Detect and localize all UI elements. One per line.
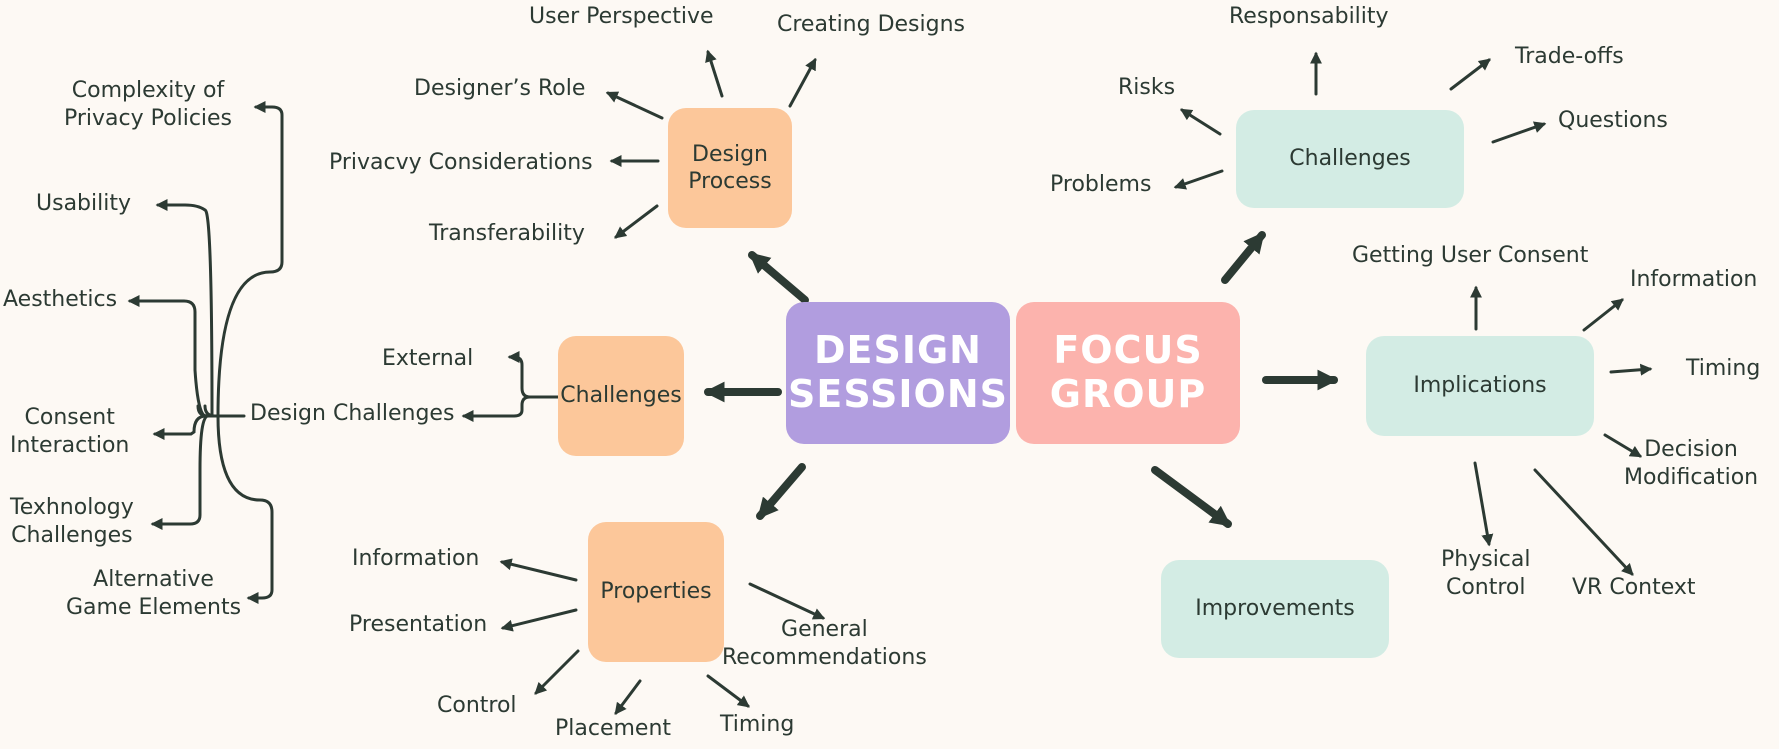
label-aesthetics: Aesthetics xyxy=(3,287,118,312)
label-creating-designs: Creating Designs xyxy=(777,12,965,37)
label-decision-modification: Decision Modification xyxy=(1624,437,1759,490)
challenges-right-title: Challenges xyxy=(1289,146,1411,172)
challenges-left-title: Challenges xyxy=(560,383,682,409)
label-physical-control: Physical Control xyxy=(1441,547,1531,600)
properties-title: Properties xyxy=(600,579,712,605)
implications-node: Implications xyxy=(1366,336,1594,436)
design-sessions-hub: DESIGN SESSIONS xyxy=(786,302,1010,444)
label-trade-offs: Trade-offs xyxy=(1515,44,1624,69)
arrow-to-improvements xyxy=(1151,466,1232,528)
label-privacy-considerations: Privacvy Considerations xyxy=(329,150,593,175)
focus-group-line-2: GROUP xyxy=(1049,372,1207,416)
challenges-left-node: Challenges xyxy=(558,336,684,456)
label-timing-impl: Timing xyxy=(1686,356,1761,381)
label-vr-context: VR Context xyxy=(1572,575,1696,600)
label-transferability: Transferability xyxy=(429,221,585,246)
label-design-challenges: Design Challenges xyxy=(250,401,455,426)
design-process-line-1: Design xyxy=(692,141,768,167)
label-getting-user-consent: Getting User Consent xyxy=(1352,243,1589,268)
design-sessions-line-1: DESIGN xyxy=(813,328,982,373)
arrow-to-design-process xyxy=(748,251,809,304)
label-usability: Usability xyxy=(36,191,131,216)
label-questions: Questions xyxy=(1558,108,1668,133)
focus-group-hub: FOCUS GROUP xyxy=(1016,302,1240,444)
label-control: Control xyxy=(437,693,517,718)
focus-group-line-1: FOCUS xyxy=(1053,328,1203,373)
arrow-to-challenges-right xyxy=(1221,231,1266,284)
label-user-perspective: User Perspective xyxy=(529,4,714,29)
label-information-impl: Information xyxy=(1630,267,1758,292)
label-complexity-privacy-policies: Complexity of Privacy Policies xyxy=(64,78,233,131)
properties-node: Properties xyxy=(588,522,724,662)
label-information-props: Information xyxy=(352,546,480,571)
label-consent-interaction: Consent Interaction xyxy=(10,405,130,458)
improvements-title: Improvements xyxy=(1195,596,1355,622)
label-placement: Placement xyxy=(555,716,672,741)
label-technology-challenges: Texhnology Challenges xyxy=(10,495,134,548)
challenges-right-node: Challenges xyxy=(1236,110,1464,208)
design-process-line-2: Process xyxy=(688,169,772,194)
label-alternative-game-elements: Alternative Game Elements xyxy=(66,567,242,620)
arrow-to-properties xyxy=(756,463,806,520)
label-designers-role: Designer’s Role xyxy=(414,76,586,101)
improvements-node: Improvements xyxy=(1161,560,1389,658)
design-process-node: Design Process xyxy=(668,108,792,228)
implications-title: Implications xyxy=(1413,373,1547,399)
design-sessions-line-2: SESSIONS xyxy=(788,372,1008,416)
label-risks: Risks xyxy=(1118,75,1176,100)
label-presentation: Presentation xyxy=(349,612,488,637)
label-external: External xyxy=(382,346,474,371)
label-general-recommendations: General Recommendations xyxy=(722,617,927,670)
label-timing-props: Timing xyxy=(720,712,795,737)
label-responsability: Responsability xyxy=(1229,4,1389,29)
label-problems: Problems xyxy=(1050,172,1152,197)
